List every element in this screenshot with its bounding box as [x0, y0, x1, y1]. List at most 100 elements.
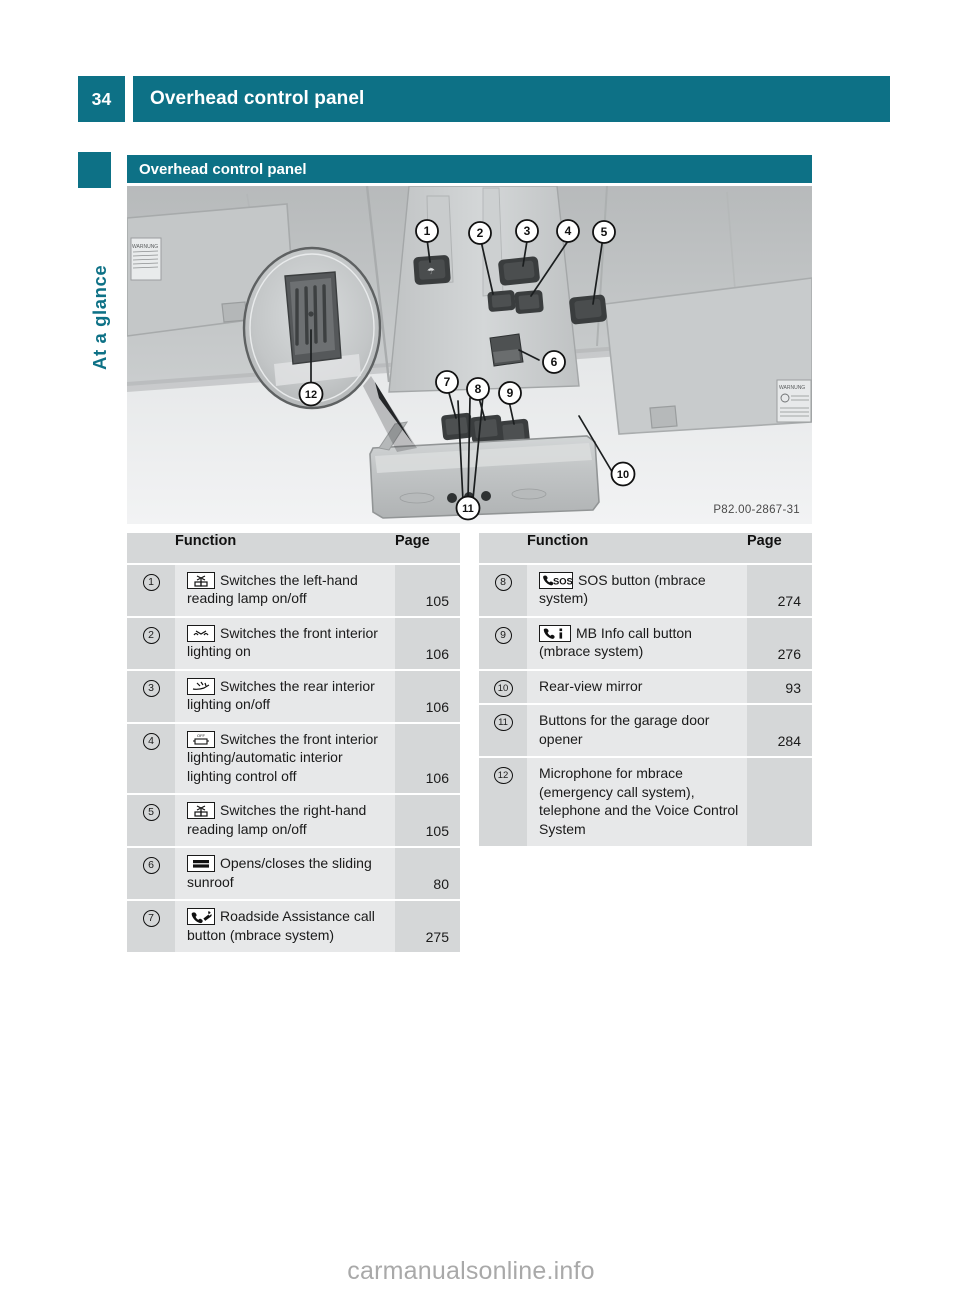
- row-function-text: Microphone for mbrace (emergency call sy…: [539, 765, 739, 837]
- svg-text:WARNUNG: WARNUNG: [779, 385, 805, 391]
- row-function-cell: Roadside Assistance call button (mbrace …: [175, 899, 395, 953]
- chapter-label: At a glance: [89, 264, 110, 370]
- callout-number: 9: [494, 626, 512, 644]
- row-function-text: Opens/closes the sliding sunroof: [187, 855, 372, 890]
- callout-number: 5: [142, 804, 160, 822]
- table-row: 5 Switches the right-hand reading lamp o…: [127, 793, 460, 848]
- row-page-cell: 93: [747, 668, 812, 705]
- callout-number: 1: [142, 574, 160, 591]
- function-table-left: Function Page 1 Switches the left-hand r…: [127, 533, 460, 953]
- row-page-cell: 106: [395, 668, 460, 723]
- svg-text:☂: ☂: [427, 266, 436, 277]
- svg-text:OFF: OFF: [197, 733, 206, 738]
- reading-lamp-icon: [187, 802, 215, 820]
- row-function-cell: MB Info call button (mbrace system): [527, 615, 747, 670]
- overhead-panel-illustration: WARNUNG WARNUNG ☂: [127, 186, 812, 524]
- svg-text:7: 7: [444, 375, 451, 389]
- row-function-text: Roadside Assistance call button (mbrace …: [187, 908, 375, 943]
- row-function-text: MB Info call button (mbrace system): [539, 624, 692, 660]
- callout-number: 8: [494, 574, 512, 591]
- row-page-cell: [747, 756, 812, 847]
- svg-text:2: 2: [477, 226, 484, 240]
- callout-12: 12: [298, 381, 324, 407]
- callout-4: 4: [556, 219, 580, 243]
- row-function-cell: SOS SOS button (mbrace system): [527, 563, 747, 617]
- page-number: 34: [78, 76, 125, 122]
- table-row: 2 Switches the front interior lighting o…: [127, 615, 460, 670]
- callout-number: 6: [142, 857, 160, 875]
- svg-text:11: 11: [462, 503, 474, 515]
- microphone-magnifier: [242, 246, 417, 452]
- row-function-text: Rear-view mirror: [539, 677, 643, 694]
- overhead-panel-drawing: WARNUNG WARNUNG ☂: [127, 186, 812, 524]
- table-row: 10 Rear-view mirror 93: [479, 668, 812, 705]
- callout-number: 12: [493, 767, 513, 785]
- callout-number: 11: [493, 714, 513, 732]
- row-page-cell: 276: [747, 615, 812, 670]
- svg-text:3: 3: [524, 224, 531, 238]
- table-row: 7 Roadside Assistance call button (mbrac…: [127, 899, 460, 953]
- callout-11: 11: [455, 495, 481, 521]
- callout-number: 10: [493, 679, 513, 697]
- callout-number: 2: [142, 626, 160, 644]
- row-page-cell: 106: [395, 615, 460, 670]
- table-row: 12 Microphone for mbrace (emergency call…: [479, 756, 812, 847]
- table-row: 6 Opens/closes the sliding sunroof 80: [127, 846, 460, 901]
- front-interior-light-icon: [187, 624, 215, 642]
- row-function-cell: OFF Switches the front interior lighting…: [175, 721, 395, 795]
- button-5-right-reading-lamp: [569, 294, 607, 325]
- table-header-row: Function Page: [127, 533, 460, 564]
- callout-6: 6: [542, 350, 566, 374]
- sunroof-icon: [187, 855, 215, 873]
- callout-2: 2: [468, 221, 492, 245]
- sos-icon: SOS: [539, 572, 573, 589]
- row-function-cell: Opens/closes the sliding sunroof: [175, 846, 395, 901]
- row-function-cell: Switches the front interior lighting on: [175, 615, 395, 670]
- figure-code: P82.00-2867-31: [713, 504, 800, 516]
- rear-interior-light-icon: [187, 677, 215, 695]
- table-row: 8 SOS SOS button (mbrace system) 274: [479, 563, 812, 617]
- row-number-cell: 1: [127, 563, 175, 617]
- svg-text:10: 10: [617, 469, 629, 481]
- svg-text:4: 4: [565, 224, 572, 238]
- button-3-rear-interior-light: [498, 256, 540, 286]
- table-row: 4 OFF Switches the front interior lighti…: [127, 721, 460, 795]
- button-1-left-reading-lamp: ☂: [413, 255, 451, 285]
- row-number-cell: 11: [479, 703, 527, 758]
- svg-text:6: 6: [551, 355, 558, 369]
- row-number-cell: 8: [479, 563, 527, 617]
- row-function-text: Switches the left-hand reading lamp on/o…: [187, 572, 358, 607]
- row-number-cell: 3: [127, 668, 175, 723]
- row-function-cell: Microphone for mbrace (emergency call sy…: [527, 756, 747, 847]
- button-4-interior-light-off: [514, 290, 544, 314]
- button-7-roadside-assistance: [441, 412, 473, 441]
- row-page-cell: 105: [395, 793, 460, 848]
- row-function-text: SOS button (mbrace system): [539, 572, 706, 607]
- column-header-function: Function: [175, 533, 395, 564]
- svg-text:SOS: SOS: [553, 576, 572, 587]
- callout-7: 7: [435, 370, 459, 394]
- row-number-cell: 4: [127, 721, 175, 795]
- row-function-text: Switches the right-hand reading lamp on/…: [187, 802, 367, 837]
- callout-number: 7: [142, 910, 160, 928]
- callout-9: 9: [498, 381, 522, 405]
- row-number-cell: 12: [479, 756, 527, 847]
- function-table-right: Function Page 8 SOS SOS button (mbrace s…: [479, 533, 812, 847]
- row-page-cell: 284: [747, 703, 812, 758]
- roadside-assistance-icon: [187, 908, 215, 926]
- callout-1: 1: [415, 219, 439, 243]
- row-function-cell: Buttons for the garage door opener: [527, 703, 747, 758]
- row-function-cell: Switches the right-hand reading lamp on/…: [175, 793, 395, 848]
- site-watermark: carmanualsonline.info: [347, 1257, 595, 1285]
- svg-text:WARNUNG: WARNUNG: [132, 244, 158, 250]
- row-number-cell: 5: [127, 793, 175, 848]
- button-8-sos: [470, 414, 503, 444]
- row-function-cell: Switches the left-hand reading lamp on/o…: [175, 563, 395, 617]
- row-number-cell: 10: [479, 668, 527, 705]
- page-title: Overhead control panel: [133, 76, 890, 122]
- column-header-page: Page: [395, 533, 460, 564]
- button-2-front-interior-light: [487, 290, 516, 312]
- row-function-cell: Rear-view mirror: [527, 668, 747, 705]
- page-header: 34 Overhead control panel: [78, 76, 890, 122]
- row-page-cell: 274: [747, 563, 812, 617]
